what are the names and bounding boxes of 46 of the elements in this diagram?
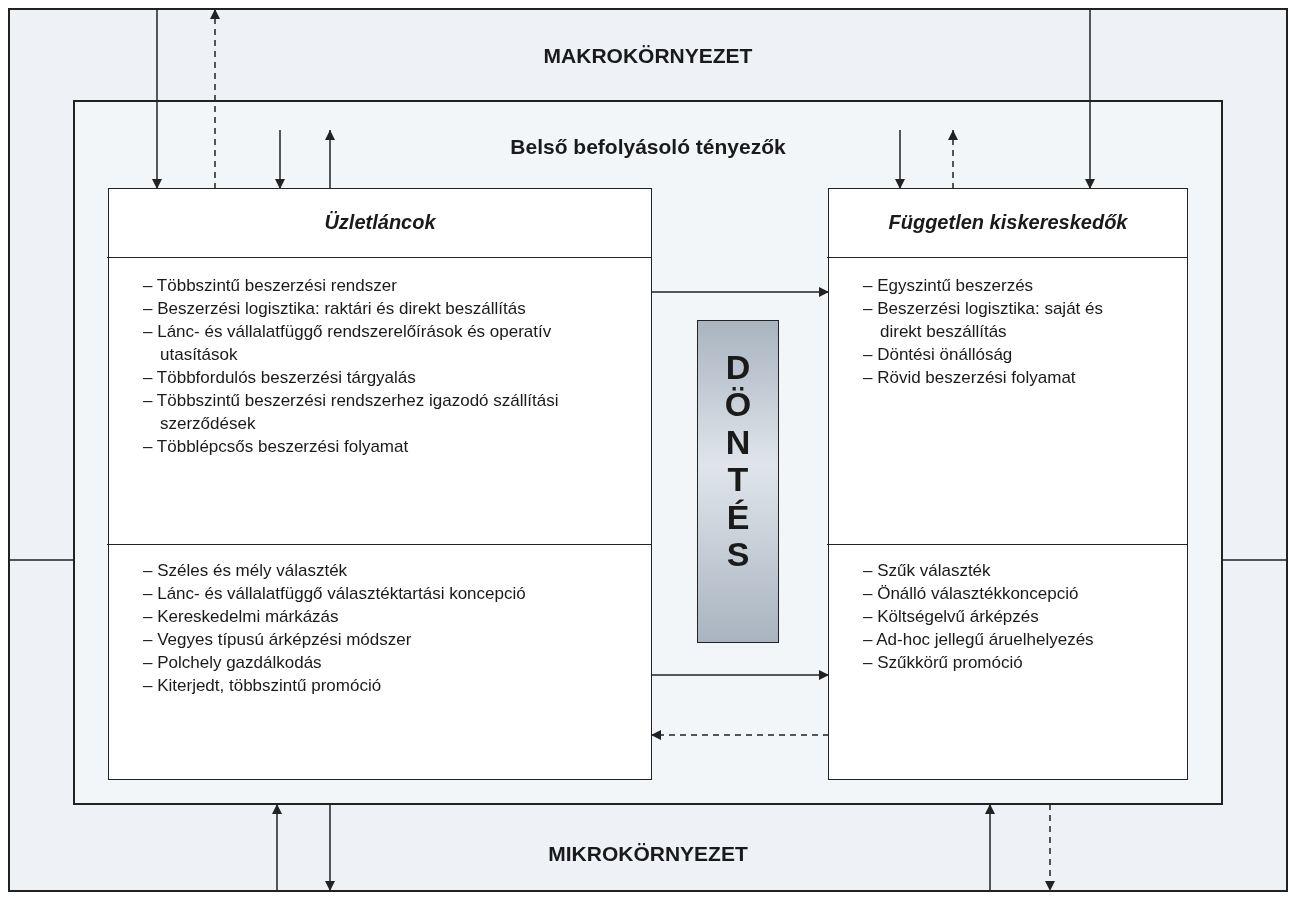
list-item: – Egyszintű beszerzés (863, 275, 1035, 297)
arrow (272, 803, 282, 892)
arrow (985, 803, 995, 892)
list-item: – Döntési önállóság (863, 344, 1014, 366)
list-item: – Lánc- és vállalatfüggő választéktartási koncepció (143, 583, 527, 605)
arrow (325, 803, 335, 892)
list-item: – Beszerzési logisztika: raktári és direkt beszállítás (143, 298, 527, 320)
list-item: – Szűkkörű promóció (863, 652, 1024, 674)
heading: Üzletláncok (323, 211, 437, 234)
list-item: – Kereskedelmi márkázás (143, 606, 340, 628)
decision-box (697, 320, 779, 643)
arrow (325, 129, 335, 190)
list-item: – Önálló választékkoncepció (863, 583, 1080, 605)
arrow (275, 129, 285, 190)
list-item: – Többszintű beszerzési rendszerhez igazodó szállítási szerződések (143, 390, 560, 435)
list-item: – Beszerzési logisztika: saját és direkt beszállítás (863, 298, 1104, 343)
internal-factors-box (73, 100, 1223, 805)
arrow (895, 129, 905, 190)
arrow (650, 670, 830, 680)
list-item: – Rövid beszerzési folyamat (863, 367, 1077, 389)
heading: Független kiskereskedők (887, 211, 1129, 234)
list-item: – Vegyes típusú árképzési módszer (143, 629, 413, 651)
list-item: – Többszintű beszerzési rendszer (143, 275, 398, 297)
list-item: – Kiterjedt, többszintű promóció (143, 675, 383, 697)
list-item: – Többlépcsős beszerzési folyamat (143, 436, 410, 458)
chain-store-box (108, 188, 652, 780)
arrow (1045, 803, 1055, 892)
independent-retailer-box (828, 188, 1188, 780)
list-item: – Széles és mély választék (143, 560, 349, 582)
arrow (210, 8, 220, 190)
list-item: – Szűk választék (863, 560, 992, 582)
vertical-label: DÖNTÉS (723, 349, 753, 574)
environment-frame (8, 8, 1288, 892)
arrow (948, 129, 958, 190)
list-item: – Ad-hoc jellegű áruelhelyezés (863, 629, 1095, 651)
heading: MAKROKÖRNYEZET (542, 44, 754, 68)
list-item: – Költségelvű árképzés (863, 606, 1040, 628)
arrow (1085, 8, 1095, 190)
arrow (650, 730, 830, 740)
arrow (650, 287, 830, 297)
list-item: – Polchely gazdálkodás (143, 652, 323, 674)
list-item: – Lánc- és vállalatfüggő rendszerelőírások és operatív utasítások (143, 321, 553, 366)
heading: MIKROKÖRNYEZET (547, 842, 749, 866)
heading: Belső befolyásoló tényezők (509, 135, 787, 159)
arrow (152, 8, 162, 190)
list-item: – Többfordulós beszerzési tárgyalás (143, 367, 417, 389)
